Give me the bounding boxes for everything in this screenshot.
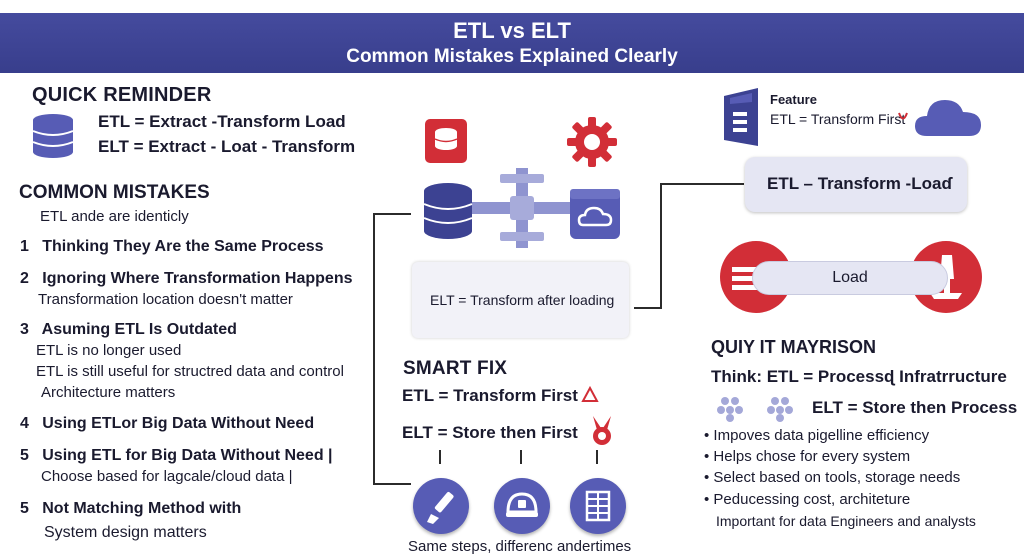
bullet-item: • Peducessing cost, architeture: [704, 491, 911, 508]
left-connector-line: [373, 213, 375, 485]
mistake-title: Asuming ETL Is Outdated: [41, 321, 237, 338]
elt-explanation-text: ELT = Transform after loading: [430, 292, 615, 308]
spreadsheet-icon: [570, 478, 626, 534]
medal-icon: [593, 416, 611, 445]
server-icon: [724, 88, 758, 146]
mistake-note: Transformation location doesn't matter: [38, 291, 293, 308]
mistake-note: Architecture matters: [41, 384, 176, 401]
quick-comparison-heading: QUIY IT MAYRISON: [711, 337, 877, 357]
bullet-item: • Impoves data pigelline efficiency: [704, 427, 930, 444]
smart-fix-etl: ETL = Transform First: [402, 386, 578, 405]
load-stage-bar: Load: [752, 261, 948, 295]
mistake-title: Using ETLor Big Data Without Need: [42, 415, 315, 432]
mistake-2: 2 Ignoring Where Transformation Happens: [20, 270, 353, 288]
pipeline-connector-icon: [470, 168, 570, 248]
gear-icon: [567, 117, 617, 167]
right-connector-top: [660, 183, 744, 185]
etl-transform-text: ETL – Transform -Loaɗ: [767, 174, 952, 193]
diagram-caption: Same steps, differenc andertimes: [408, 538, 632, 555]
common-mistakes-heading: COMMON MISTAKES: [19, 182, 210, 203]
tick-mark: [520, 450, 522, 464]
mistake-4: 4 Using ETLor Big Data Without Need: [20, 415, 314, 433]
mistake-number: 3: [20, 321, 29, 338]
smart-fix-elt: ELT = Store then First: [402, 423, 578, 442]
helmet-icon: [494, 478, 550, 534]
small-warning-icon: [898, 112, 908, 120]
elt-line: ELT = Store then Process: [812, 398, 1018, 417]
load-label: Load: [832, 269, 868, 286]
cloud-icon: [915, 100, 981, 136]
right-connector-bottom: [634, 307, 662, 309]
bullet-item: • Helps chose for every system: [704, 448, 911, 465]
red-database-icon: [425, 119, 467, 163]
page-title: ETL vs ELT: [453, 18, 571, 43]
feature-value: ETL = Transform First: [770, 111, 906, 127]
mistake-number: 2: [20, 270, 29, 287]
smart-fix-heading: SMART FIX: [403, 358, 508, 379]
dots-cluster-icon: [717, 397, 793, 422]
mistake-note: ETL is still useful for structred data a…: [36, 363, 344, 380]
mistake-6: 5 Not Matching Method with: [20, 500, 241, 518]
elt-definition: ELT = Extract - Loat - Transform: [98, 137, 356, 156]
mistake-title: Thinking They Are the Same Process: [42, 238, 324, 255]
brush-icon: [413, 478, 469, 534]
mistake-note: ETL is no longer used: [36, 342, 182, 359]
mistake-title: Not Matching Method with: [42, 500, 242, 517]
etl-transform-box: ETL – Transform -Loaɗ: [745, 157, 967, 212]
tick-mark: [439, 450, 441, 464]
title-banner: ETL vs ELT Common Mistakes Explained Cle…: [0, 13, 1024, 73]
mistake-number: 5: [20, 447, 29, 464]
tick-mark: [596, 450, 598, 464]
warning-icon: [581, 385, 599, 402]
mistake-5: 5 Using ETL for Big Data Without Need |: [20, 447, 333, 465]
mistake-note: Choose based for lagcale/cloud data |: [41, 468, 293, 485]
mistake-title: Ignoring Where Transformation Happens: [42, 270, 353, 287]
think-line: Think: ETL = Processɖ Infratrructure: [711, 367, 1007, 386]
etl-definition: ETL = Extract -Transform Load: [98, 112, 346, 131]
indigo-database-icon: [423, 183, 473, 239]
bullet-item: • Select based on tools, storage needs: [704, 469, 961, 486]
elt-explanation-box: ELT = Transform after loading: [412, 262, 629, 338]
left-connector-top: [373, 213, 411, 215]
left-connector-bottom: [373, 483, 411, 485]
mistake-number: 5: [20, 500, 29, 517]
cloud-storage-icon: [570, 189, 620, 239]
right-connector-line: [660, 183, 662, 309]
mistake-number: 1: [20, 238, 29, 255]
mistake-number: 4: [20, 415, 29, 432]
footnote: Important for data Engineers and analyst…: [716, 513, 976, 529]
quick-reminder-heading: QUICK REMINDER: [32, 84, 212, 106]
feature-label: Feature: [770, 92, 817, 107]
database-icon: [32, 114, 74, 158]
page-subtitle: Common Mistakes Explained Clearly: [346, 46, 678, 67]
mistakes-intro: ETL ande are identicly: [40, 208, 189, 225]
mistake-note: System design matters: [44, 524, 207, 541]
mistake-title: Using ETL for Big Data Without Need |: [42, 447, 333, 464]
mistake-3: 3 Asuming ETL Is Outdated: [20, 321, 237, 339]
mistake-1: 1 Thinking They Are the Same Process: [20, 238, 324, 256]
